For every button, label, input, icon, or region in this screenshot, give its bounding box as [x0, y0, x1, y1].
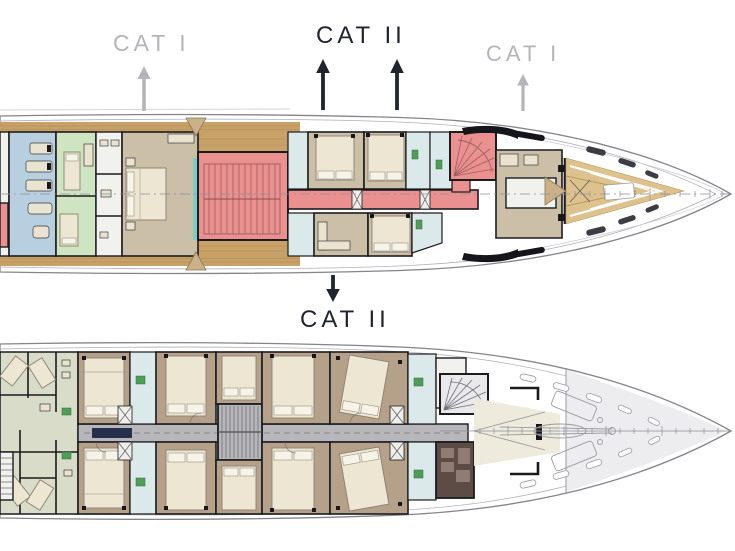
lower-hull-slits: [519, 373, 661, 489]
up-arrow-icon-gray-right: [517, 74, 529, 111]
lower-main-staircase: [217, 403, 263, 461]
bathroom: [287, 131, 309, 190]
lower-cabin-8: [261, 441, 331, 515]
up-arrow-icon-dark-2: [390, 59, 404, 110]
lower-cabin-7: [261, 351, 331, 425]
bathroom: [129, 351, 157, 425]
crew-quarters: [0, 351, 79, 515]
lower-corridor-hatches: [117, 405, 405, 461]
lower-cabin-3: [155, 351, 217, 425]
guest-cabin-4: [367, 212, 413, 257]
spiral-staircase-cat2: [449, 131, 497, 181]
lower-cabin-5: [215, 351, 263, 405]
up-arrow-icon-gray-left: [137, 66, 151, 111]
laundry-room: [435, 441, 475, 499]
corridor-cat2-highlight: [287, 189, 479, 210]
side-deck-wood: [0, 122, 300, 266]
up-arrow-icon-dark-1: [316, 59, 330, 110]
bathroom: [405, 131, 431, 190]
hull-glazing: [462, 125, 659, 263]
label-cat1-right: CAT I: [486, 41, 561, 66]
lower-cabin-4: [155, 441, 217, 515]
door-swings: [95, 412, 362, 454]
guest-cabin-2: [363, 131, 407, 190]
upper-deck-plan: [0, 108, 733, 275]
guest-cabin-1: [307, 131, 365, 190]
guest-cabin-3: [287, 212, 369, 257]
corridor-navy-runner: [92, 428, 132, 438]
lower-centerline-ticks: [479, 426, 719, 436]
bow-deck: [544, 157, 686, 225]
lower-cabin-6: [215, 459, 263, 515]
down-arrow-icon-dark: [326, 275, 340, 302]
windlass-deck: [474, 386, 560, 476]
aft-red-sliver: [0, 202, 9, 248]
label-cat2-top: CAT II: [316, 22, 406, 49]
corridor-hatches: [351, 189, 431, 210]
label-cat2-bottom: CAT II: [300, 306, 390, 333]
label-cat1-left: CAT I: [113, 30, 190, 56]
bathroom: [407, 353, 437, 425]
main-staircase-cat2: [197, 151, 289, 241]
lower-deck-plan: [0, 341, 733, 521]
centerline-ticks: [574, 188, 723, 200]
